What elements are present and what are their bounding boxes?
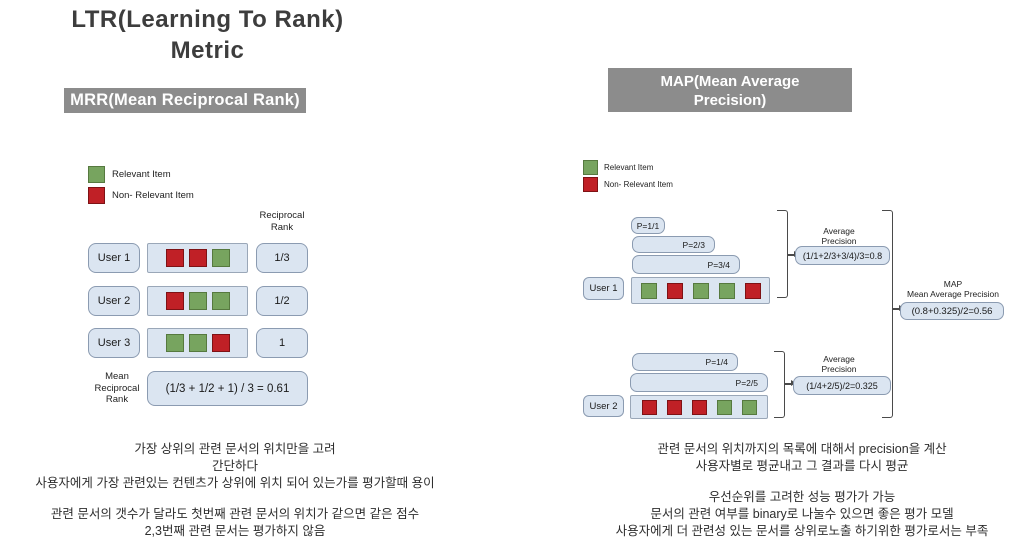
non-relevant-item-label: Non- Relevant Item (604, 180, 673, 189)
reciprocal-rank-header-line1: Reciprocal (259, 210, 305, 221)
mrr-section-header: MRR(Mean Reciprocal Rank) (64, 88, 306, 113)
reciprocal-rank-column-header: Reciprocal Rank (246, 210, 318, 233)
mrr-user1-box: User 1 (88, 243, 140, 273)
note-line: 간단하다 (211, 459, 258, 473)
note-line: 사용자에게 가장 관련있는 컨텐츠가 상위에 위치 되어 있는가를 평가할때 용… (35, 476, 435, 490)
result-item-square (188, 292, 207, 310)
non-relevant-item-label: Non- Relevant Item (112, 190, 194, 201)
map-user1-pbar-2: P=2/3 (632, 236, 715, 253)
map-user2-items (630, 395, 768, 419)
ap-label-line1: Average (823, 354, 855, 364)
user1-arrow (788, 251, 799, 257)
relevant-item-swatch (583, 160, 598, 175)
non-relevant-item-swatch (88, 187, 105, 204)
ap-label-line2: Precision (821, 235, 857, 246)
mean-label-line2: Reciprocal (94, 382, 140, 394)
map-result-label: MAP Mean Average Precision (897, 279, 1009, 299)
result-item-square (188, 334, 207, 352)
map-result-formula-box: (0.8+0.325)/2=0.56 (900, 302, 1004, 320)
map-bracket (882, 210, 893, 418)
result-item-square (641, 399, 657, 415)
result-item-square (165, 249, 184, 267)
mrr-user3-items (147, 328, 248, 358)
note-line: 관련 문서의 위치까지의 목록에 대해서 precision을 계산 (657, 442, 947, 456)
mean-reciprocal-rank-label: Mean Reciprocal Rank (88, 371, 146, 406)
mrr-user3-rank-box: 1 (256, 328, 308, 358)
legend-non-relevant: Non- Relevant Item (583, 177, 673, 192)
mrr-notes: 가장 상위의 관련 문서의 위치만을 고려 간단하다 사용자에게 가장 관련있는… (15, 441, 455, 540)
mean-label-line1: Mean (105, 371, 129, 382)
map-user2-box: User 2 (583, 395, 624, 417)
page-title-line2: Metric (170, 37, 245, 64)
mrr-user3-box: User 3 (88, 328, 140, 358)
map-legend: Relevant Item Non- Relevant Item (583, 160, 673, 194)
result-item-square (744, 282, 761, 299)
relevant-item-label: Relevant Item (112, 169, 171, 180)
non-relevant-item-swatch (583, 177, 598, 192)
mrr-user1-rank-box: 1/3 (256, 243, 308, 273)
result-item-square (165, 334, 184, 352)
result-item-square (716, 399, 732, 415)
result-item-square (741, 399, 757, 415)
map-user1-items (631, 277, 770, 304)
mrr-legend: Relevant Item Non- Relevant Item (88, 166, 194, 208)
map-header-line2: Precision) (693, 92, 767, 109)
user2-average-precision-label: Average Precision (800, 354, 878, 374)
ap-label-line1: Average (823, 226, 855, 236)
relevant-item-swatch (88, 166, 105, 183)
user1-ap-formula-box: (1/1+2/3+3/4)/3=0.8 (795, 246, 890, 265)
ap-label-line2: Precision (821, 363, 857, 374)
legend-relevant: Relevant Item (88, 166, 194, 183)
mrr-user2-rank-box: 1/2 (256, 286, 308, 316)
result-item-square (691, 399, 707, 415)
legend-non-relevant: Non- Relevant Item (88, 187, 194, 204)
reciprocal-rank-header-line2: Rank (270, 221, 294, 233)
user2-arrow (785, 380, 796, 386)
result-item-square (640, 282, 657, 299)
result-item-square (211, 292, 230, 310)
user2-bracket (774, 351, 785, 418)
map-notes: 관련 문서의 위치까지의 목록에 대해서 precision을 계산 사용자별로… (582, 441, 1022, 540)
note-line: 관련 문서의 갯수가 달라도 첫번째 관련 문서의 위치가 같으면 같은 점수 (50, 507, 420, 521)
note-line: 가장 상위의 관련 문서의 위치만을 고려 (134, 442, 336, 456)
result-item-square (165, 292, 184, 310)
map-arrow (893, 305, 904, 311)
note-line: 사용자별로 평균내고 그 결과를 다시 평균 (695, 459, 909, 473)
map-result-label-line1: MAP (943, 279, 963, 289)
note-line: 사용자에게 더 관련성 있는 문서를 상위로노출 하기위한 평가로서는 부족 (615, 524, 989, 538)
user1-average-precision-label: Average Precision (800, 226, 878, 246)
map-user2-pbar-1: P=1/4 (632, 353, 738, 371)
map-user1-pbar-3: P=3/4 (632, 255, 740, 274)
map-user1-pbar-1: P=1/1 (631, 217, 665, 234)
result-item-square (718, 282, 735, 299)
map-result-label-line2: Mean Average Precision (907, 289, 999, 299)
result-item-square (666, 399, 682, 415)
mrr-user1-items (147, 243, 248, 273)
note-line: 문서의 관련 여부를 binary로 나눌수 있으면 좋은 평가 모델 (650, 507, 954, 521)
result-item-square (188, 249, 207, 267)
map-user1-box: User 1 (583, 277, 624, 300)
user2-ap-formula-box: (1/4+2/5)/2=0.325 (793, 376, 891, 395)
map-header-line1: MAP(Mean Average (660, 73, 800, 90)
relevant-item-label: Relevant Item (604, 163, 654, 172)
mrr-user2-box: User 2 (88, 286, 140, 316)
result-item-square (211, 334, 230, 352)
result-item-square (666, 282, 683, 299)
user1-bracket (777, 210, 788, 298)
mrr-mean-formula-box: (1/3 + 1/2 + 1) / 3 = 0.61 (147, 371, 308, 406)
result-item-square (692, 282, 709, 299)
mean-label-line3: Rank (105, 394, 129, 405)
map-user2-pbar-2: P=2/5 (630, 373, 768, 392)
note-line: 2,3번째 관련 문서는 평가하지 않음 (144, 524, 326, 538)
page-title: LTR(Learning To Rank) Metric (50, 4, 365, 66)
map-section-header: MAP(Mean Average Precision) (608, 68, 852, 112)
legend-relevant: Relevant Item (583, 160, 673, 175)
note-line: 우선순위를 고려한 성능 평가가 가능 (708, 490, 896, 504)
page-title-line1: LTR(Learning To Rank) (71, 6, 344, 33)
result-item-square (211, 249, 230, 267)
mrr-user2-items (147, 286, 248, 316)
